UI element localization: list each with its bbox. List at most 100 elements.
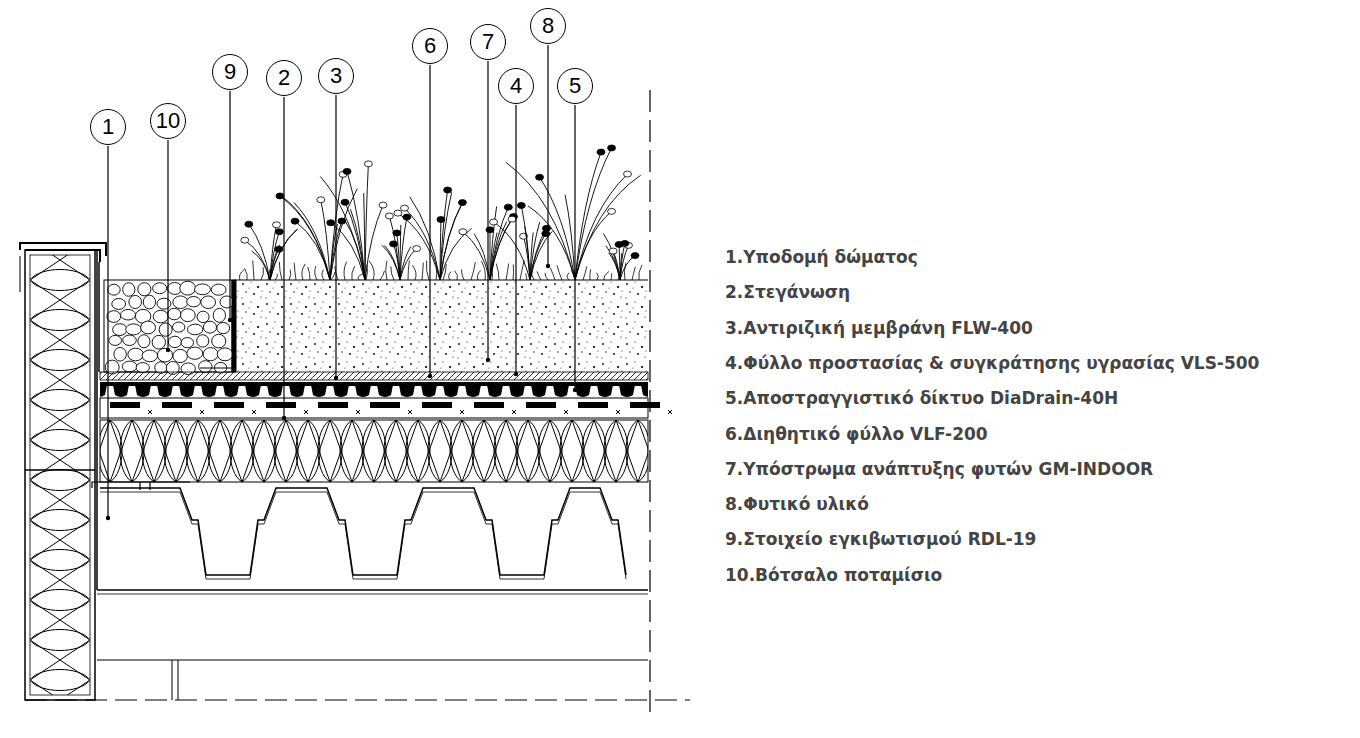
- grass-stroke: [294, 263, 296, 280]
- plant-stem: [575, 148, 612, 280]
- plant-stem: [540, 177, 575, 280]
- plant-stem: [440, 192, 452, 280]
- grass-stroke: [352, 266, 355, 280]
- pebble: [141, 321, 156, 334]
- plant-stem: [606, 246, 620, 280]
- callout-circle: 5: [557, 68, 593, 104]
- grass-stroke: [583, 266, 587, 280]
- plant-stem: [400, 217, 407, 280]
- callout-number: 9: [224, 61, 236, 83]
- leader-line: [335, 95, 336, 378]
- plant-stem: [530, 228, 546, 280]
- plant-stem: [463, 232, 490, 280]
- flower: [508, 216, 516, 222]
- grass-stroke: [253, 261, 254, 280]
- pebble: [203, 321, 216, 333]
- plant-stem: [489, 230, 490, 280]
- leader-line: [487, 61, 488, 360]
- flower: [444, 187, 452, 193]
- grass-stroke: [279, 262, 282, 280]
- pebble: [123, 335, 137, 345]
- grass-stroke: [426, 261, 429, 280]
- callout-number: 5: [569, 75, 581, 97]
- flower: [517, 202, 525, 208]
- grass-stroke: [391, 266, 394, 280]
- callout-number: 6: [424, 35, 436, 57]
- plant-stem: [490, 206, 497, 280]
- flower: [608, 208, 616, 214]
- plant-stem: [494, 222, 530, 280]
- plant-stem: [613, 251, 620, 280]
- grass-stroke: [412, 265, 416, 280]
- plant-stem: [295, 221, 330, 280]
- pebble: [217, 322, 230, 333]
- pebble: [107, 311, 121, 323]
- pebble: [108, 284, 120, 295]
- flower: [504, 204, 512, 210]
- grass-stroke: [315, 266, 317, 280]
- grass-stroke: [597, 273, 599, 280]
- pebble: [217, 348, 233, 361]
- pebble: [114, 347, 126, 361]
- grass-stroke: [455, 271, 458, 280]
- grass-stroke: [550, 268, 555, 280]
- grass-stroke: [358, 274, 364, 280]
- membrane-mark: [408, 410, 412, 414]
- pebble: [173, 322, 185, 332]
- callout-number: 8: [542, 15, 554, 37]
- callout-number: 3: [330, 65, 342, 87]
- flower: [317, 197, 325, 203]
- grass-stroke: [477, 271, 480, 280]
- flower: [609, 248, 617, 254]
- pebble: [121, 309, 136, 320]
- pebble: [153, 310, 168, 323]
- legend-item: 5.Αποστραγγιστικό δίκτυο DiaDrain-40H: [725, 388, 1118, 408]
- pebble: [128, 348, 144, 361]
- grass-stroke: [331, 272, 335, 280]
- flower: [624, 171, 632, 177]
- pebble: [152, 335, 165, 349]
- callout-circle: 2: [266, 60, 302, 96]
- leader-dot: [228, 318, 232, 322]
- grass-stroke: [611, 273, 613, 280]
- flower: [536, 174, 544, 180]
- callout-circle: 10: [150, 103, 186, 139]
- plant-stem: [270, 249, 279, 280]
- plant-stem: [282, 196, 330, 280]
- membrane-dash: [526, 402, 556, 408]
- grass-stroke: [537, 271, 541, 280]
- leader-dot: [166, 348, 170, 352]
- steel-deck: [100, 492, 626, 579]
- pebble: [159, 323, 172, 336]
- grass-stroke: [275, 274, 278, 280]
- pebble: [129, 295, 142, 308]
- grass-stroke: [261, 267, 264, 280]
- grass-stroke: [322, 270, 324, 280]
- flower: [275, 246, 283, 252]
- leader-line: [574, 105, 575, 390]
- plant-stem: [528, 206, 575, 280]
- pebble: [211, 284, 226, 295]
- legend-item: 4.Φύλλο προστασίας & συγκράτησης υγρασία…: [725, 353, 1259, 373]
- flower: [364, 161, 372, 167]
- membrane-dash: [630, 402, 660, 408]
- flower: [385, 213, 393, 219]
- membrane-mark: [616, 410, 620, 414]
- pebble: [197, 311, 209, 322]
- pebble: [126, 324, 142, 335]
- leader-line: [429, 65, 430, 376]
- flower: [597, 149, 605, 155]
- plant-stem: [249, 224, 270, 280]
- pebble: [136, 363, 149, 373]
- leader-line: [547, 45, 548, 266]
- flower: [458, 200, 466, 206]
- pebble: [181, 338, 193, 348]
- pebble: [153, 283, 167, 294]
- membrane-dash: [370, 402, 400, 408]
- pebble: [142, 350, 158, 362]
- legend-item: 8.Φυτικό υλικό: [725, 494, 869, 514]
- membrane-mark: [252, 410, 256, 414]
- flower: [459, 229, 467, 235]
- grass-stroke: [308, 267, 310, 280]
